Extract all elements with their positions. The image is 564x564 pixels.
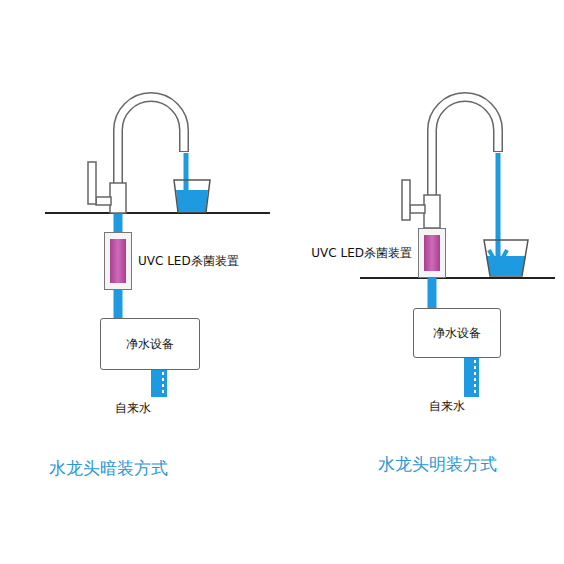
faucet-handle bbox=[96, 197, 111, 205]
water-pipe bbox=[114, 213, 123, 232]
faucet-neck bbox=[432, 97, 498, 197]
device-label: UVC LED杀菌装置 bbox=[311, 245, 412, 262]
caption: 水龙头暗装方式 bbox=[49, 457, 168, 480]
box-label: 净水设备 bbox=[433, 325, 481, 342]
faucet-handle bbox=[402, 180, 410, 220]
inlet-pipe bbox=[464, 357, 479, 397]
purifier-box: 净水设备 bbox=[413, 308, 501, 358]
faucet-neck bbox=[118, 97, 184, 186]
uvc-lamp bbox=[110, 239, 126, 283]
faucet-neck bbox=[432, 97, 498, 198]
inlet-pipe bbox=[151, 369, 167, 397]
water-stream bbox=[496, 153, 501, 262]
purifier-box: 净水设备 bbox=[100, 318, 200, 370]
caption: 水龙头明装方式 bbox=[378, 453, 497, 476]
cup bbox=[174, 180, 210, 212]
counter-top bbox=[360, 277, 555, 279]
water-pipe bbox=[114, 290, 123, 318]
uvc-device: UVC LED杀菌装置 bbox=[104, 232, 132, 290]
inlet-pipe-mark bbox=[474, 360, 476, 396]
faucet-neck bbox=[118, 97, 184, 185]
uvc-lamp bbox=[424, 235, 440, 271]
faucet-handle bbox=[88, 162, 96, 204]
cup bbox=[484, 240, 528, 276]
faucet-body bbox=[110, 183, 126, 213]
inlet-pipe-mark bbox=[162, 372, 164, 396]
device-label: UVC LED杀菌装置 bbox=[138, 253, 239, 270]
uvc-device: UVC LED杀菌装置 bbox=[418, 228, 446, 278]
box-label: 净水设备 bbox=[126, 336, 174, 353]
cup-water bbox=[176, 190, 208, 211]
faucet-body bbox=[424, 195, 440, 228]
faucet-handle bbox=[410, 205, 425, 213]
water-pipe bbox=[428, 278, 437, 308]
water-stream-head bbox=[489, 250, 507, 266]
pipe-label: 自来水 bbox=[115, 400, 151, 417]
pipe-label: 自来水 bbox=[429, 398, 465, 415]
counter-top bbox=[45, 212, 270, 214]
